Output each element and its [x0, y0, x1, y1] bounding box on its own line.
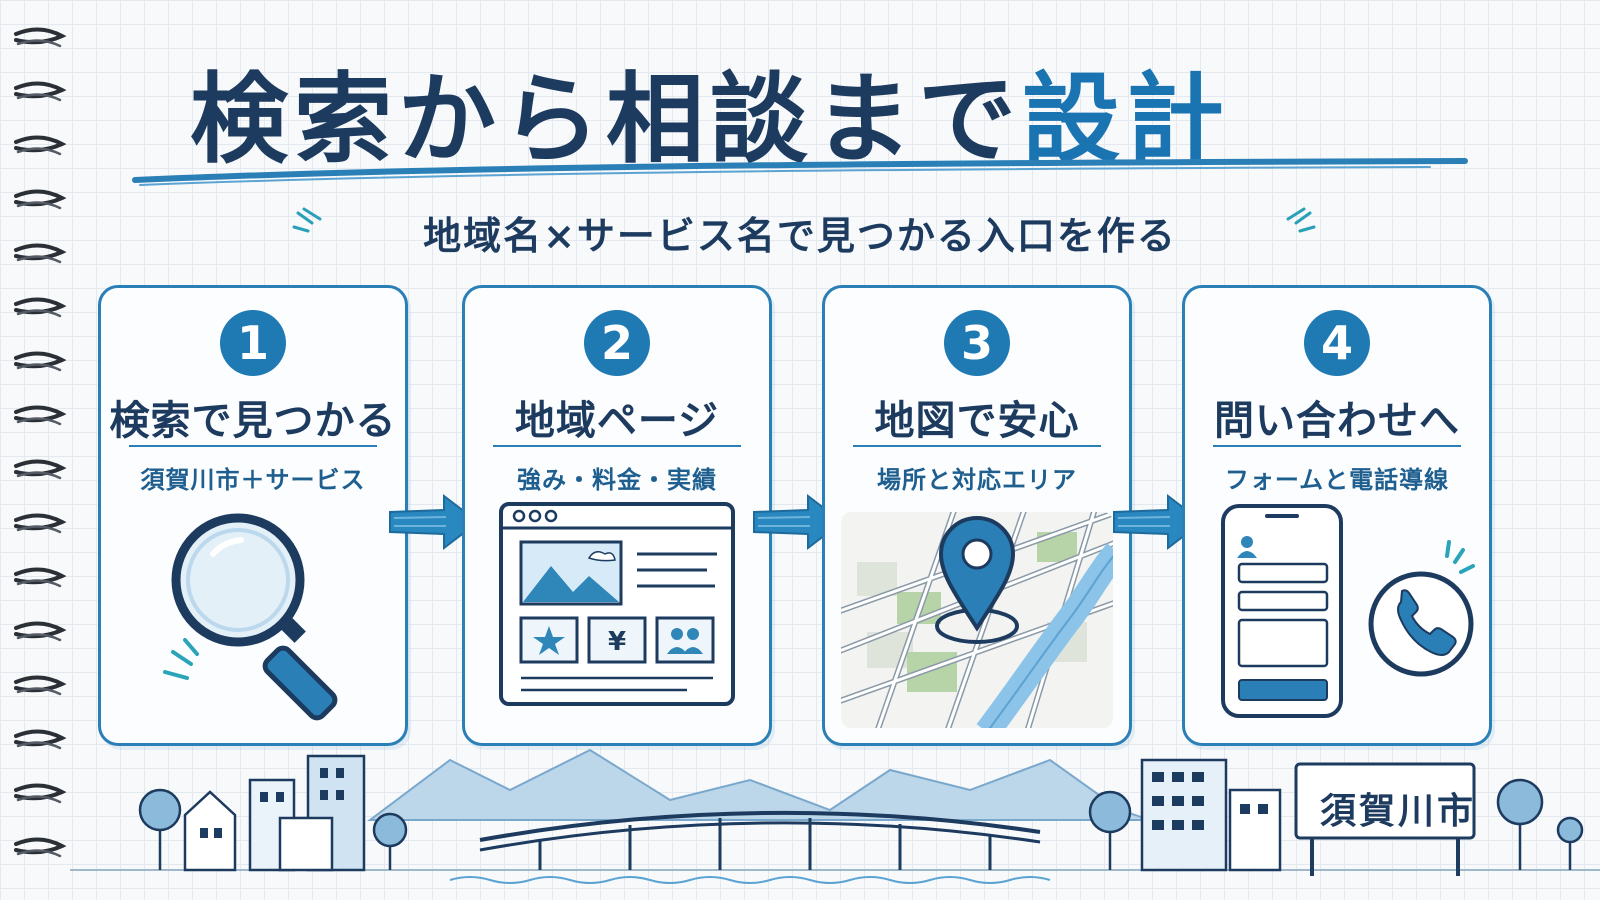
- step-number-badge: 2: [584, 310, 650, 376]
- flow-arrow-icon: [389, 493, 480, 551]
- map-pin-icon: [841, 512, 1113, 728]
- step-number-badge: 1: [220, 310, 286, 376]
- step-card-4: 4 問い合わせへ フォームと電話導線: [1182, 285, 1492, 746]
- step-title: 問い合わせへ: [1214, 398, 1460, 444]
- binding-ring-icon: [14, 81, 67, 102]
- step-subtitle: 強み・料金・実績: [517, 466, 717, 494]
- step-card-1: 1 検索で見つかる 須賀川市＋サービス: [98, 285, 408, 746]
- binding-ring-icon: [14, 135, 67, 156]
- page-subtitle: 地域名×サービス名で見つかる入口を作る: [423, 214, 1177, 258]
- binding-ring-icon: [14, 189, 67, 210]
- binding-ring-icon: [14, 513, 67, 534]
- spiral-binding: [14, 27, 67, 858]
- city-sign-board: [1294, 762, 1476, 876]
- landscape-image-icon: [519, 540, 623, 606]
- step-title: 地図で安心: [874, 398, 1080, 444]
- smartphone-form-icon: [1221, 504, 1343, 718]
- binding-ring-icon: [14, 621, 67, 642]
- step-subtitle: 場所と対応エリア: [877, 466, 1077, 494]
- step-card-2: 2 地域ページ 強み・料金・実績 ¥: [462, 285, 772, 746]
- step-divider: [493, 445, 741, 447]
- binding-ring-icon: [14, 783, 67, 804]
- title-underline: [132, 158, 1468, 186]
- title-main: 検索から相談まで: [190, 63, 1023, 177]
- binding-ring-icon: [14, 405, 67, 426]
- sparkle-left-icon: [292, 207, 322, 233]
- binding-ring-icon: [14, 675, 67, 696]
- binding-ring-icon: [14, 567, 67, 588]
- city-sign-text: 須賀川市: [1319, 791, 1476, 832]
- city-skyline-illustration: [70, 748, 1600, 884]
- binding-ring-icon: [14, 729, 67, 750]
- step-title: 検索で見つかる: [109, 398, 397, 444]
- binding-ring-icon: [14, 459, 67, 480]
- title-accent: 設計: [1022, 63, 1231, 177]
- yen-tile-icon: ¥: [587, 616, 647, 664]
- step-number-badge: 4: [1304, 310, 1370, 376]
- binding-ring-icon: [14, 243, 67, 264]
- magnifier-icon: [163, 513, 338, 721]
- step-number-badge: 3: [944, 310, 1010, 376]
- binding-ring-icon: [14, 351, 67, 372]
- webpage-icon: ¥: [499, 502, 735, 706]
- step-divider: [1213, 445, 1461, 447]
- star-tile-icon: [519, 616, 579, 664]
- step-divider: [853, 445, 1101, 447]
- sparkle-right-icon: [1286, 207, 1316, 233]
- people-tile-icon: [655, 616, 715, 664]
- step-title: 地域ページ: [514, 398, 720, 444]
- phone-form-icon: [1221, 504, 1475, 718]
- binding-ring-icon: [14, 27, 67, 48]
- phone-call-icon: [1368, 540, 1475, 677]
- step-divider: [129, 445, 377, 447]
- step-subtitle: フォームと電話導線: [1224, 466, 1450, 494]
- binding-ring-icon: [14, 297, 67, 318]
- step-subtitle: 須賀川市＋サービス: [140, 466, 366, 494]
- yen-symbol: ¥: [608, 627, 626, 657]
- page-title: 検索から相談まで設計: [190, 40, 1230, 177]
- step-card-3: 3 地図で安心 場所と対応エリア: [822, 285, 1132, 746]
- binding-ring-icon: [14, 837, 67, 858]
